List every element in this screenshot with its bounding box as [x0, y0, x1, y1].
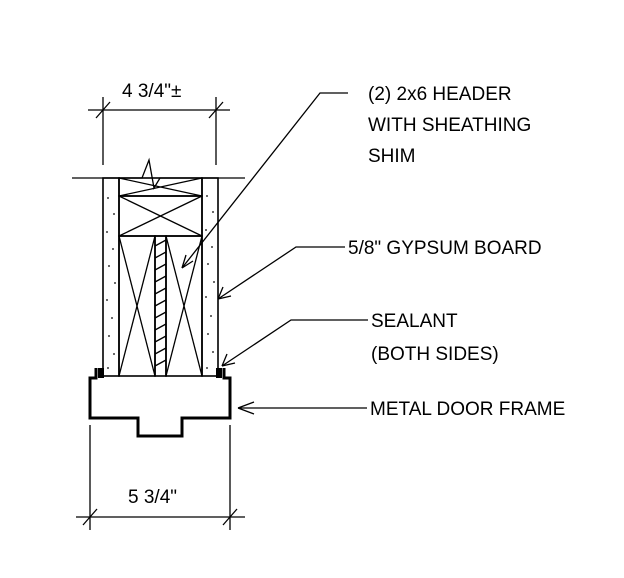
gypsum-stipple — [106, 195, 215, 369]
sealant-bead-right — [216, 368, 222, 378]
frame-leader — [237, 401, 367, 415]
header-callout-line-2: WITH SHEATHING — [368, 115, 531, 136]
top-dimension-label: 4 3/4"± — [122, 81, 181, 102]
gypsum-board-right — [201, 177, 219, 377]
header-left-member — [118, 235, 156, 377]
sealant-callout-line-2: (BOTH SIDES) — [371, 344, 499, 365]
top-dimension: 4 3/4"± — [88, 81, 230, 165]
header-callout-line-3: SHIM — [368, 146, 416, 167]
gypsum-board-left — [102, 177, 120, 377]
metal-door-frame — [88, 368, 232, 438]
bottom-dimension: 5 3/4" — [76, 425, 245, 530]
bottom-dimension-label: 5 3/4" — [128, 487, 177, 508]
sealant-bead-left — [98, 368, 104, 378]
header-callout-line-1: (2) 2x6 HEADER — [368, 84, 512, 105]
frame-callout: METAL DOOR FRAME — [370, 399, 565, 420]
double-plate — [118, 195, 203, 237]
header-right-member — [165, 235, 203, 377]
gypsum-leader — [217, 246, 345, 300]
header-leader — [181, 92, 348, 269]
gypsum-callout: 5/8" GYPSUM BOARD — [348, 238, 542, 259]
top-plate — [118, 177, 203, 197]
sealant-callout-line-1: SEALANT — [371, 311, 458, 332]
sheathing-shim — [154, 235, 167, 377]
break-line — [72, 157, 245, 190]
sealant-leader — [221, 319, 368, 367]
